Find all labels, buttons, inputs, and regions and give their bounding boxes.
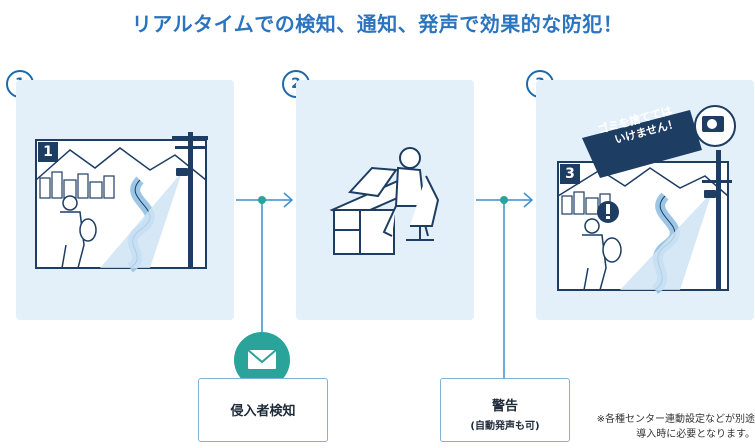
mail-icon [234, 332, 290, 388]
footnote: ※各種センター連動設定などが別途導入時に必要となります。 [596, 414, 755, 440]
intruder-detection-label: 侵入者検知 [230, 404, 296, 419]
scene-number-1: 1 [38, 142, 58, 162]
scene-number-3: 3 [560, 164, 580, 184]
flow-connectors [236, 192, 534, 378]
page-title: リアルタイムでの検知、通知、発声で効果的な防犯！ [131, 12, 624, 36]
intruder-detection-box: 侵入者検知 [198, 378, 328, 442]
warning-sublabel: (自動発声も可) [470, 421, 540, 432]
warning-box: 警告 (自動発声も可) [440, 378, 570, 442]
warning-label: 警告 [491, 399, 518, 414]
junction-dot-2 [500, 196, 508, 204]
scene-1-illustration [35, 132, 208, 273]
scene-2-operator [329, 147, 440, 255]
scene-3-illustration [557, 105, 736, 294]
junction-dot-1 [258, 196, 266, 204]
